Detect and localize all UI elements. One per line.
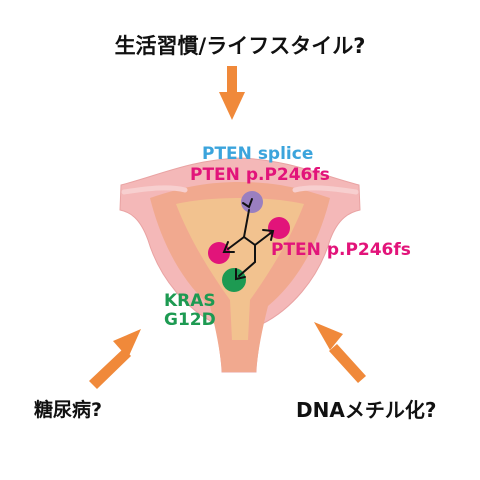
cervical-canal xyxy=(230,340,250,372)
pten-mutation-left-node xyxy=(208,242,230,264)
right-factor-label: DNAメチル化? xyxy=(296,398,437,422)
top-factor-label: 生活習慣/ライフスタイル? xyxy=(114,34,366,58)
left-factor-label: 糖尿病? xyxy=(34,399,103,421)
pten-mutation-right-node xyxy=(268,217,290,239)
kras-label: KRAS G12D xyxy=(164,291,216,331)
fallopian-tube-left xyxy=(121,185,188,195)
factor-arrows xyxy=(89,66,366,389)
left-factor-arrow xyxy=(89,329,141,389)
pten-mutation-right-label: PTEN p.P246fs xyxy=(271,240,411,260)
top-factor-arrow xyxy=(219,66,245,120)
pten-splice-node xyxy=(241,191,263,213)
fallopian-tube-right xyxy=(292,185,359,195)
kras-node xyxy=(222,268,246,292)
clonal-evolution-tree xyxy=(222,198,275,281)
kras-gene-label: KRAS xyxy=(164,291,216,311)
kras-variant-label: G12D xyxy=(164,310,216,331)
pten-mutation-upper-label: PTEN p.P246fs xyxy=(190,165,330,185)
right-factor-arrow xyxy=(314,322,366,383)
pten-splice-label: PTEN splice xyxy=(202,144,314,164)
